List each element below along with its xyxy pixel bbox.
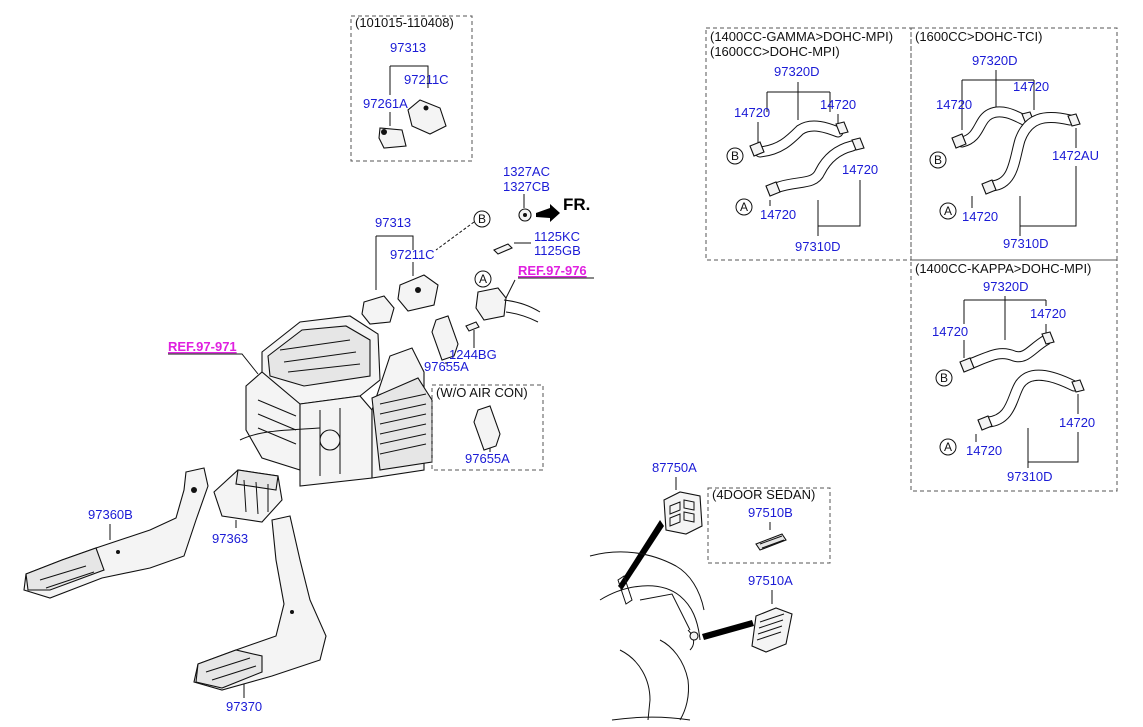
gamma-marker-b bbox=[726, 147, 744, 165]
gamma-14720-a[interactable]: 14720 bbox=[734, 105, 770, 120]
front-label: FR. bbox=[563, 195, 590, 214]
part-97261A[interactable]: 97261A bbox=[363, 96, 408, 111]
part-97211C[interactable]: 97211C bbox=[390, 247, 435, 262]
svg-text:A: A bbox=[740, 200, 748, 214]
part-87750A[interactable]: 87750A bbox=[652, 460, 697, 475]
kappa-caption: (1400CC-KAPPA>DOHC-MPI) bbox=[915, 261, 1091, 276]
hvac-unit bbox=[239, 315, 433, 487]
clamp-icon bbox=[749, 141, 765, 157]
kappa-marker-a bbox=[939, 438, 957, 456]
svg-text:B: B bbox=[478, 212, 486, 226]
part-1125KC[interactable]: 1125KC bbox=[534, 229, 580, 244]
clamp-icon bbox=[977, 415, 993, 431]
inset-101015-110408: (101015-110408) 97313 97211C 97261A bbox=[350, 15, 473, 162]
inset-kappa: (1400CC-KAPPA>DOHC-MPI) 97320D 14720 147… bbox=[910, 259, 1118, 492]
heater-coupling bbox=[475, 287, 507, 321]
vehicle-vents: 87750A (4DOOR SEDAN) 97510B 97510A bbox=[589, 460, 831, 721]
part-97655A-woac[interactable]: 97655A bbox=[465, 451, 510, 466]
part-97313[interactable]: 97313 bbox=[375, 215, 411, 230]
svg-text:A: A bbox=[479, 272, 487, 286]
gamma-14720-b[interactable]: 14720 bbox=[820, 97, 856, 112]
tci-marker-b bbox=[929, 151, 947, 169]
part-97211C-inset[interactable]: 97211C bbox=[404, 72, 449, 87]
woac-caption: (W/O AIR CON) bbox=[436, 385, 528, 400]
part-97655A[interactable]: 97655A bbox=[424, 359, 469, 374]
gamma-14720-d[interactable]: 14720 bbox=[760, 207, 796, 222]
inset-tci: (1600CC>DOHC-TCI) 97320D 14720 14720 B 1… bbox=[910, 27, 1118, 261]
grille-87750A bbox=[663, 491, 703, 535]
tci-marker-a bbox=[939, 202, 957, 220]
part-1125GB[interactable]: 1125GB bbox=[534, 243, 581, 258]
kappa-14720-d[interactable]: 14720 bbox=[966, 443, 1002, 458]
part-97313-inset[interactable]: 97313 bbox=[390, 40, 426, 55]
clamp-icon bbox=[835, 121, 849, 135]
svg-text:B: B bbox=[934, 153, 942, 167]
gasket-97655A-woac bbox=[473, 405, 501, 451]
inset-gamma: (1400CC-GAMMA>DOHC-MPI) (1600CC>DOHC-MPI… bbox=[705, 27, 912, 261]
gamma-14720-c[interactable]: 14720 bbox=[842, 162, 878, 177]
svg-text:B: B bbox=[731, 149, 739, 163]
part-1327CB[interactable]: 1327CB bbox=[503, 179, 550, 194]
part-1244BG[interactable]: 1244BG bbox=[449, 347, 497, 362]
seal-97313 bbox=[361, 295, 395, 325]
clamp-icon bbox=[959, 357, 975, 373]
part-97510A[interactable]: 97510A bbox=[748, 573, 793, 588]
part-97360B[interactable]: 97360B bbox=[88, 507, 133, 522]
bolt-1244BG-icon bbox=[465, 321, 480, 332]
tci-14720-c[interactable]: 14720 bbox=[962, 209, 998, 224]
main-assembly: 1327AC 1327CB FR. 97313 97211C B 1125KC … bbox=[23, 164, 594, 714]
tci-1472AU[interactable]: 1472AU bbox=[1052, 148, 1099, 163]
tci-14720-b[interactable]: 14720 bbox=[1013, 79, 1049, 94]
tci-97310D[interactable]: 97310D bbox=[1003, 236, 1049, 251]
kappa-14720-c[interactable]: 14720 bbox=[1059, 415, 1095, 430]
clamp-icon bbox=[951, 133, 967, 149]
part-1327AC[interactable]: 1327AC bbox=[503, 164, 550, 179]
svg-text:B: B bbox=[940, 371, 948, 385]
gamma-97320D[interactable]: 97320D bbox=[774, 64, 820, 79]
tci-14720-a[interactable]: 14720 bbox=[936, 97, 972, 112]
vent-97510A bbox=[751, 607, 793, 653]
clamp-icon bbox=[765, 181, 781, 197]
vent-97510B bbox=[755, 533, 787, 551]
gamma-caption-2: (1600CC>DOHC-MPI) bbox=[710, 44, 840, 59]
kappa-14720-a[interactable]: 14720 bbox=[932, 324, 968, 339]
clamp-icon bbox=[1067, 113, 1081, 127]
clamp-icon bbox=[981, 179, 997, 195]
marker-a bbox=[474, 270, 492, 288]
gamma-marker-a bbox=[735, 198, 753, 216]
kappa-97310D[interactable]: 97310D bbox=[1007, 469, 1053, 484]
inset-caption: (101015-110408) bbox=[355, 15, 454, 30]
clamp-icon bbox=[851, 137, 865, 151]
gamma-caption-1: (1400CC-GAMMA>DOHC-MPI) bbox=[710, 29, 893, 44]
kappa-marker-b bbox=[935, 369, 953, 387]
part-97370[interactable]: 97370 bbox=[226, 699, 262, 714]
front-arrow-icon bbox=[536, 204, 560, 222]
gasket-97211C-inset bbox=[407, 99, 447, 135]
marker-b bbox=[473, 210, 491, 228]
ref-97-976[interactable]: REF.97-976 bbox=[518, 263, 587, 278]
car-body-outline bbox=[589, 551, 705, 721]
inset-wo-air-con: (W/O AIR CON) 97655A bbox=[431, 384, 544, 471]
sedan-caption: (4DOOR SEDAN) bbox=[712, 487, 815, 502]
bolt-1125KC-icon bbox=[493, 243, 513, 255]
gasket-97655A bbox=[431, 315, 459, 361]
kappa-14720-b[interactable]: 14720 bbox=[1030, 306, 1066, 321]
duct-97363 bbox=[213, 469, 283, 523]
tci-caption: (1600CC>DOHC-TCI) bbox=[915, 29, 1043, 44]
ref-97-971[interactable]: REF.97-971 bbox=[168, 339, 237, 354]
part-97363[interactable]: 97363 bbox=[212, 531, 248, 546]
svg-text:A: A bbox=[944, 204, 952, 218]
tci-97320D[interactable]: 97320D bbox=[972, 53, 1018, 68]
svg-text:A: A bbox=[944, 440, 952, 454]
kappa-97320D[interactable]: 97320D bbox=[983, 279, 1029, 294]
clamp-icon bbox=[1071, 379, 1085, 393]
part-97510B[interactable]: 97510B bbox=[748, 505, 793, 520]
duct-97370 bbox=[193, 515, 327, 691]
clamp-icon bbox=[1041, 331, 1055, 345]
gamma-97310D[interactable]: 97310D bbox=[795, 239, 841, 254]
duct-97360B bbox=[23, 467, 209, 599]
